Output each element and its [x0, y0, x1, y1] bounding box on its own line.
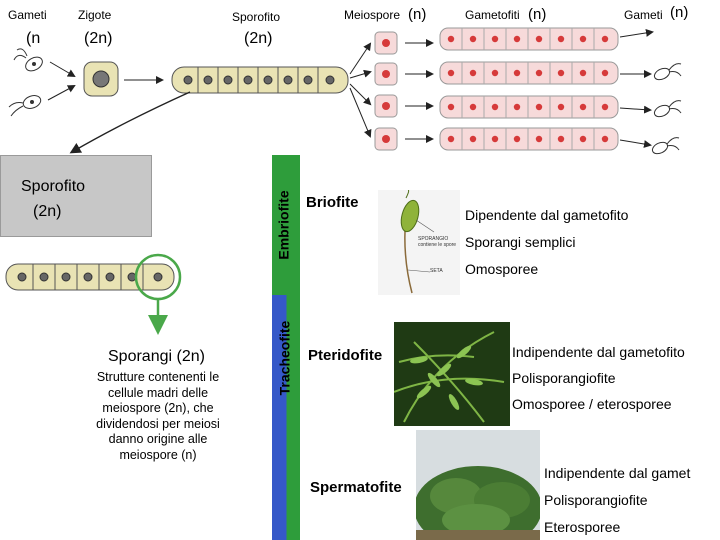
group-briofite-name: Briofite	[306, 194, 359, 211]
label-gameti-right-ploidy: (n)	[670, 4, 689, 21]
gametophyte-nucleus	[601, 69, 609, 77]
gametophyte-nucleus	[447, 35, 455, 43]
moss-caption-line: SPORANGIO	[418, 236, 449, 242]
label-zigote-ploidy: (2n)	[84, 30, 113, 47]
sporofito-box-ploidy: (2n)	[33, 203, 62, 220]
gametophyte-nucleus	[601, 35, 609, 43]
spermatofite-trait-3: Eterosporee	[544, 519, 621, 535]
sporangi-description: Strutture contenenti le cellule madri de…	[58, 370, 258, 463]
sporangi-line: meiospore (2n), che	[102, 401, 214, 415]
group-pteridofite-name: Pteridofite	[308, 347, 383, 364]
gametophyte-filament	[439, 127, 619, 151]
sporangi-line: cellule madri delle	[107, 385, 209, 400]
sporofito-box-title: Sporofito	[21, 178, 86, 195]
pteridofite-trait-1: Indipendente dal gametofito	[512, 344, 685, 360]
gamete-left-top-icon	[13, 48, 43, 72]
sporofito-box: Sporofito (2n)	[0, 155, 152, 237]
gametophyte-nucleus	[579, 135, 587, 143]
pteridofite-trait-3: Omosporee / eterosporee	[512, 396, 672, 412]
gametophyte-nucleus	[491, 35, 499, 43]
gametophyte-nucleus	[469, 35, 477, 43]
bar-tracheofite: Tracheofite	[272, 295, 296, 540]
bar-tracheofite-label: Tracheofite	[276, 320, 293, 395]
gametophyte-nucleus	[557, 35, 565, 43]
sporophyte-filament-lower	[5, 263, 175, 291]
gametophyte-nucleus	[469, 135, 477, 143]
moss-caption-line: contiene le spore	[418, 242, 457, 248]
gametophyte-filament	[439, 61, 619, 85]
gametophyte-nucleus	[601, 103, 609, 111]
gametophyte-nucleus	[557, 69, 565, 77]
gametophyte-nucleus	[535, 69, 543, 77]
meiospore-icon	[374, 31, 398, 151]
gametophyte-nucleus	[601, 135, 609, 143]
gametophyte-filament	[439, 95, 619, 119]
bar-embriofite: Embriofite	[272, 155, 296, 295]
spermatofite-trait-2: Polisporangiofite	[544, 492, 648, 508]
label-meiospore: Meiospore	[344, 8, 401, 22]
gametophyte-nucleus	[491, 103, 499, 111]
group-spermatofite-name: Spermatofite	[310, 479, 402, 496]
gametophyte-nucleus	[535, 103, 543, 111]
gametophyte-nucleus	[513, 69, 521, 77]
sporangi-title: Sporangi (2n)	[108, 348, 205, 365]
sporophyte-filament-top	[171, 66, 349, 94]
gametophyte-nucleus	[579, 103, 587, 111]
gametophyte-nucleus	[535, 135, 543, 143]
conifer-photo	[416, 430, 540, 540]
gametophyte-nucleus	[491, 69, 499, 77]
label-gametofiti: Gametofiti	[465, 8, 520, 22]
gamete-right-icon	[651, 63, 682, 155]
briofite-trait-2: Sporangi semplici	[465, 234, 576, 250]
sporangium-highlight	[134, 253, 182, 301]
sporangi-line: dividendosi per meiosi	[96, 416, 220, 431]
gamete-left-bottom-icon	[8, 95, 42, 117]
sporangi-line: Strutture contenenti le	[96, 370, 220, 384]
zygote-icon	[83, 61, 119, 97]
pteridofite-trait-2: Polisporangiofite	[512, 370, 616, 386]
label-gameti-right: Gameti	[624, 8, 663, 22]
label-gametofiti-ploidy: (n)	[528, 6, 547, 23]
gametophyte-nucleus	[557, 103, 565, 111]
gametophyte-nucleus	[513, 135, 521, 143]
gametophyte-nucleus	[557, 135, 565, 143]
briofite-trait-1: Dipendente dal gametofito	[465, 207, 629, 223]
gametophyte-nucleus	[579, 69, 587, 77]
label-zigote: Zigote	[78, 8, 112, 22]
label-meiospore-ploidy: (n)	[408, 6, 427, 23]
gametophyte-nucleus	[469, 103, 477, 111]
gametophyte-filaments	[439, 27, 619, 151]
sporangi-line: meiospore (n)	[119, 447, 197, 462]
moss-caption: SPORANGIO contiene le spore	[418, 236, 456, 248]
gametophyte-nucleus	[491, 135, 499, 143]
bar-embriofite-edge	[296, 155, 300, 540]
fern-photo	[394, 322, 510, 426]
gametophyte-nucleus	[447, 69, 455, 77]
gametophyte-nucleus	[447, 103, 455, 111]
label-sporofito-ploidy: (2n)	[244, 30, 273, 47]
gametophyte-nucleus	[447, 135, 455, 143]
gametophyte-filament	[439, 27, 619, 51]
moss-photo: SPORANGIO contiene le spore SETA	[378, 190, 460, 295]
moss-caption-seta: SETA	[430, 268, 443, 274]
gametophyte-nucleus	[579, 35, 587, 43]
label-sporofito: Sporofito	[232, 10, 281, 24]
label-gameti-ploidy: (n	[26, 30, 41, 47]
briofite-trait-3: Omosporee	[465, 261, 539, 277]
gametophyte-nucleus	[513, 103, 521, 111]
gametophyte-nucleus	[535, 35, 543, 43]
sporangi-line: danno origine alle	[108, 432, 208, 446]
bar-embriofite-label: Embriofite	[276, 190, 293, 260]
gametophyte-nucleus	[513, 35, 521, 43]
spermatofite-trait-1: Indipendente dal gamet	[544, 465, 691, 481]
label-gameti: Gameti	[8, 8, 47, 22]
gametophyte-nucleus	[469, 69, 477, 77]
